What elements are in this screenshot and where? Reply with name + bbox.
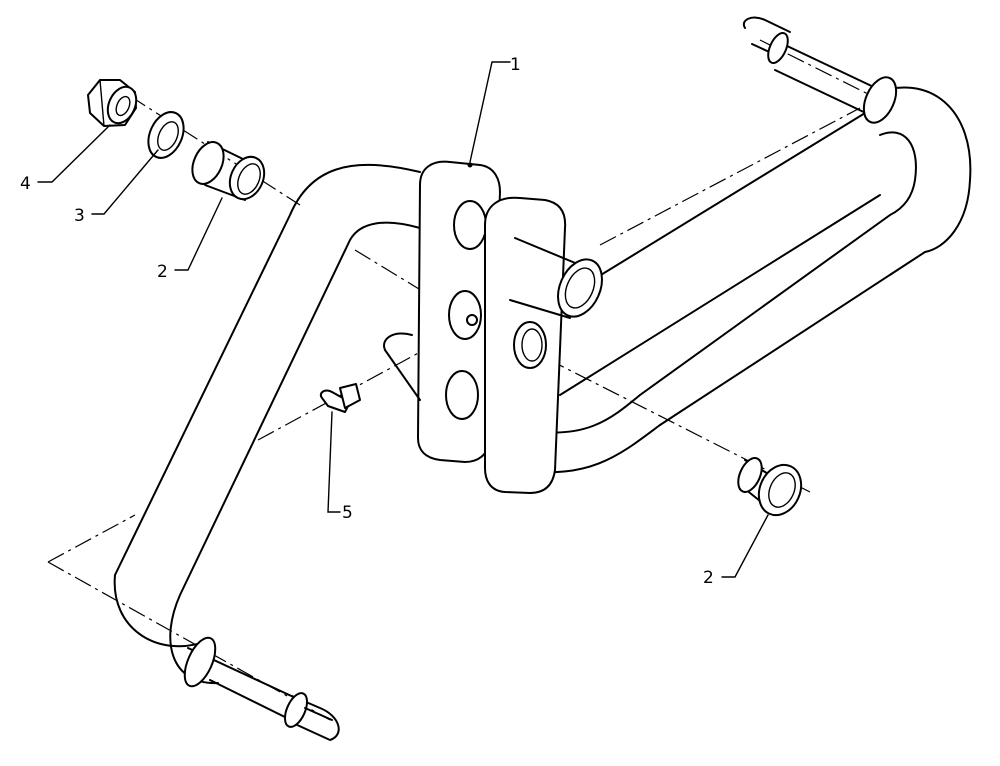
mounting-plates [383, 160, 603, 494]
callout-1: 1 [510, 55, 521, 75]
callout-2-top: 2 [157, 262, 168, 282]
callout-4: 4 [20, 174, 31, 194]
washer [147, 111, 185, 159]
callout-2-right: 2 [703, 568, 714, 588]
grease-fitting [319, 383, 361, 413]
callout-labels: 1 4 3 2 5 2 [20, 55, 714, 588]
callout-leaders [37, 61, 769, 578]
callout-5: 5 [342, 503, 353, 523]
callout-3: 3 [74, 206, 85, 226]
hex-nut [87, 79, 138, 127]
flanged-bushing-top [191, 141, 266, 201]
flanged-bushing-right [737, 457, 803, 517]
